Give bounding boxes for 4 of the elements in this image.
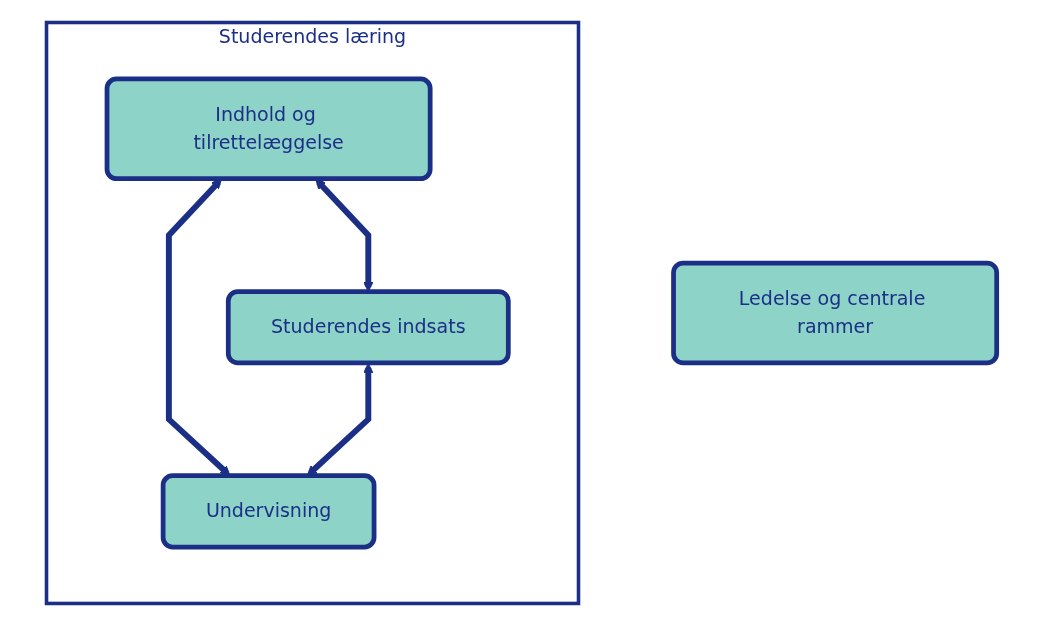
node-box: Undervisning xyxy=(161,472,377,549)
node-box: Studerendes indsats xyxy=(226,288,512,365)
node-box: Indhold og tilrettelæggelse xyxy=(105,76,433,181)
node-box: Ledelse og centrale rammer xyxy=(671,260,1000,365)
